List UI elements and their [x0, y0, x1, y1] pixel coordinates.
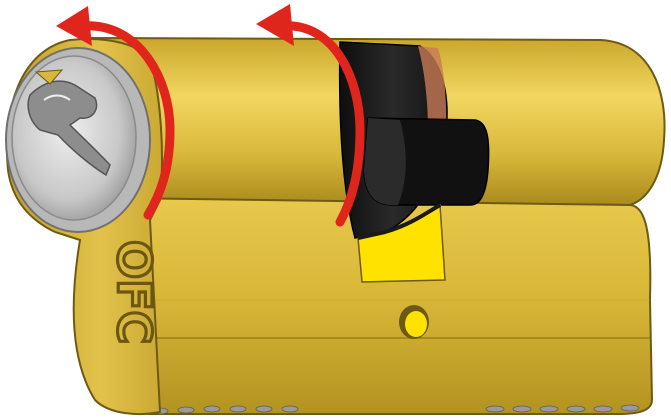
screw-hole	[399, 305, 429, 339]
brand-mark: OFC	[107, 240, 161, 344]
key-plug	[6, 48, 150, 232]
svg-text:OFC: OFC	[107, 240, 161, 344]
